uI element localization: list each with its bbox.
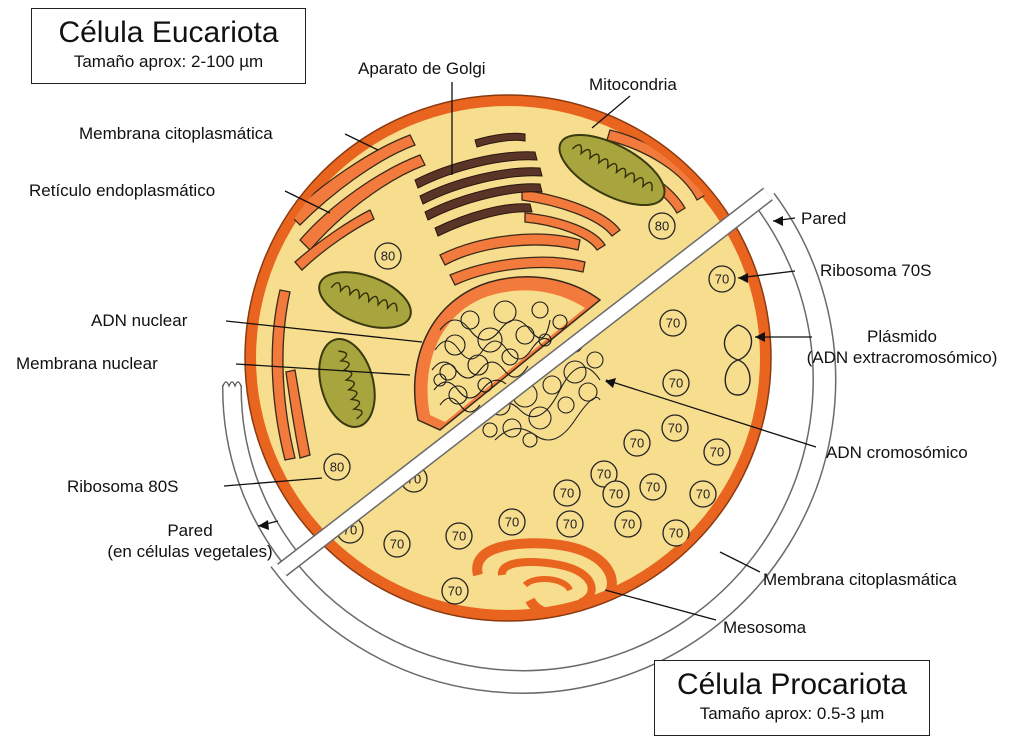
prokaryote-title-box: Célula Procariota Tamaño aprox: 0.5-3 µm	[654, 660, 930, 736]
prokaryote-size: Tamaño aprox: 0.5-3 µm	[699, 704, 885, 723]
ribosome-70s: 70	[662, 519, 690, 547]
svg-text:70: 70	[597, 467, 611, 482]
prokaryote-wall-inner	[271, 193, 835, 693]
ribosomes-70s: 70 70 70 70 70 70 70 70 70 70 70 70 70 7…	[336, 265, 736, 605]
ribosome-70s: 70	[703, 438, 731, 466]
mitochondria	[318, 133, 666, 428]
svg-text:80: 80	[330, 460, 344, 475]
svg-text:70: 70	[448, 584, 462, 599]
eukaryote-size: Tamaño aprox: 2-100 µm	[73, 52, 264, 71]
ribosome-70s: 70	[445, 522, 473, 550]
label-pro-membrane: Membrana citoplasmática	[763, 570, 957, 589]
label-er: Retículo endoplasmático	[29, 181, 216, 200]
svg-text:70: 70	[710, 445, 724, 460]
label-golgi: Aparato de Golgi	[358, 59, 486, 78]
svg-text:70: 70	[621, 517, 635, 532]
ribosome-70s: 70	[623, 429, 651, 457]
svg-text:70: 70	[715, 272, 729, 287]
prokaryote-organelles: 70 70 70 70 70 70 70 70 70 70 70 70 70 7…	[336, 265, 753, 613]
label-euk-wall-line1: Pared	[167, 521, 213, 540]
eukaryote-title-box: Célula Eucariota Tamaño aprox: 2-100 µm	[31, 8, 306, 84]
ribosome-70s: 70	[662, 369, 690, 397]
svg-text:70: 70	[666, 316, 680, 331]
ribosome-70s: 70	[602, 480, 630, 508]
svg-text:70: 70	[669, 376, 683, 391]
label-ribosome-70s: Ribosoma 70S	[820, 261, 932, 280]
mesosome	[472, 538, 617, 613]
svg-text:70: 70	[669, 526, 683, 541]
svg-text:70: 70	[563, 517, 577, 532]
label-nuclear-membrane: Membrana nuclear	[16, 354, 158, 373]
plasmid	[723, 324, 753, 396]
svg-text:80: 80	[381, 249, 395, 264]
label-plasmid-line1: Plásmido	[867, 327, 937, 346]
eukaryote-organelles: 80 80 80	[271, 129, 706, 481]
label-euk-wall-line2: (en células vegetales)	[107, 542, 273, 561]
label-euk-membrane: Membrana citoplasmática	[79, 124, 273, 143]
ribosome-70s: 70	[590, 460, 618, 488]
ribosome-70s: 70	[661, 414, 689, 442]
svg-text:70: 70	[668, 421, 682, 436]
label-mitochondria: Mitocondria	[589, 75, 677, 94]
svg-text:70: 70	[560, 486, 574, 501]
ribosome-70s: 70	[659, 309, 687, 337]
ribosome-70s: 70	[441, 577, 469, 605]
label-nuclear-dna: ADN nuclear	[91, 311, 188, 330]
svg-text:70: 70	[452, 529, 466, 544]
svg-text:70: 70	[646, 480, 660, 495]
ribosome-70s: 70	[553, 479, 581, 507]
svg-text:70: 70	[505, 515, 519, 530]
endoplasmic-reticulum	[271, 129, 706, 461]
svg-text:70: 70	[609, 487, 623, 502]
nucleoplasm	[427, 290, 585, 422]
svg-text:80: 80	[655, 219, 669, 234]
label-pro-wall: Pared	[801, 209, 847, 228]
label-plasmid: Plásmido (ADN extracromosómico)	[782, 326, 1022, 368]
svg-text:70: 70	[696, 487, 710, 502]
divider-line-inner	[278, 188, 772, 576]
ribosome-70s: 70	[498, 508, 526, 536]
ribosome-80s: 80	[323, 453, 351, 481]
eukaryote-title: Célula Eucariota	[58, 16, 279, 49]
ribosome-70s: 70	[639, 473, 667, 501]
wall-torn-edge	[222, 381, 242, 388]
label-ribosome-80s: Ribosoma 80S	[67, 477, 179, 496]
ribosome-70s: 70	[383, 530, 411, 558]
golgi-apparatus	[414, 132, 543, 237]
ribosome-80s: 80	[648, 212, 676, 240]
label-mesosome: Mesosoma	[723, 618, 807, 637]
ribosome-70s: 70	[614, 510, 642, 538]
ribosomes-80s: 80 80 80	[323, 212, 676, 481]
ribosome-70s: 70	[689, 480, 717, 508]
prokaryote-title: Célula Procariota	[676, 668, 908, 701]
ribosome-80s: 80	[374, 242, 402, 270]
arrowheads	[258, 216, 783, 530]
ribosome-70s: 70	[556, 510, 584, 538]
label-plasmid-line2: (ADN extracromosómico)	[806, 348, 998, 367]
nuclear-dna	[431, 300, 568, 413]
svg-text:70: 70	[630, 436, 644, 451]
label-euk-wall: Pared (en células vegetales)	[70, 520, 310, 562]
eukaryote-wall-inner	[223, 384, 299, 566]
svg-text:70: 70	[390, 537, 404, 552]
label-chromosomal-dna: ADN cromosómico	[826, 443, 968, 462]
ribosome-70s: 70	[708, 265, 736, 293]
